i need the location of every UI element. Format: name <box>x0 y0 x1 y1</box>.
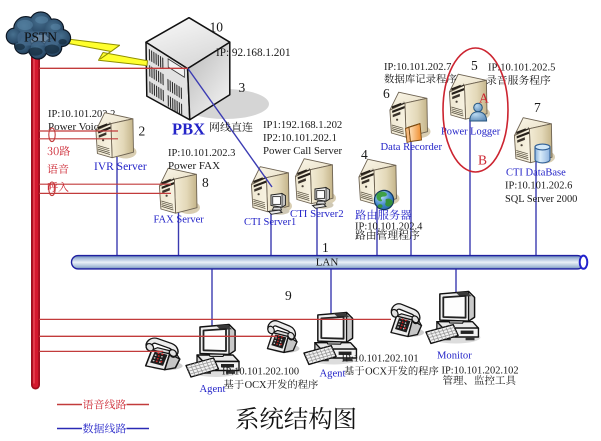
svg-text:OCX: OCX <box>365 367 387 378</box>
svg-text:9: 9 <box>285 288 292 303</box>
svg-text:7: 7 <box>534 100 541 115</box>
svg-text:Agent: Agent <box>200 384 226 395</box>
svg-text:IP:10.101.202.5: IP:10.101.202.5 <box>488 63 555 74</box>
svg-text:A: A <box>479 91 489 106</box>
svg-text:3: 3 <box>239 80 246 95</box>
svg-text:CTI Server1: CTI Server1 <box>244 217 296 228</box>
svg-text:CTI Server2: CTI Server2 <box>290 208 344 220</box>
svg-text:6: 6 <box>383 86 390 101</box>
svg-text:IP:10.101.202.2: IP:10.101.202.2 <box>48 109 115 120</box>
svg-text:4: 4 <box>361 147 368 162</box>
svg-text:IP:10.101.202.4: IP:10.101.202.4 <box>355 222 423 233</box>
svg-text:B: B <box>478 153 487 168</box>
svg-text:Power Call Server: Power Call Server <box>263 145 343 157</box>
svg-text:IVR Server: IVR Server <box>94 161 147 173</box>
svg-text:IP:10.101.202.101: IP:10.101.202.101 <box>342 354 419 365</box>
svg-text:PBX: PBX <box>172 120 205 139</box>
svg-text:PSTN: PSTN <box>24 30 57 45</box>
svg-text:OCX: OCX <box>245 380 267 391</box>
svg-text:CTI DataBase: CTI DataBase <box>506 168 566 179</box>
svg-text:IP:10.101.202.7: IP:10.101.202.7 <box>384 62 451 73</box>
svg-text:IP:10.101.202.100: IP:10.101.202.100 <box>222 367 299 378</box>
svg-text:LAN: LAN <box>316 256 339 268</box>
svg-text:IP:10.101.202.6: IP:10.101.202.6 <box>505 181 572 192</box>
svg-text:FAX Server: FAX Server <box>154 215 205 226</box>
svg-text:10: 10 <box>210 20 224 35</box>
svg-text:Monitor: Monitor <box>437 351 472 362</box>
svg-text:IP1:192.168.1.202: IP1:192.168.1.202 <box>263 119 342 131</box>
svg-text:8: 8 <box>202 175 209 190</box>
svg-text:5: 5 <box>471 58 478 73</box>
svg-text:Power Voice: Power Voice <box>48 121 104 133</box>
svg-text:Data Recorder: Data Recorder <box>381 142 443 153</box>
svg-text:Agent: Agent <box>320 369 346 380</box>
svg-text:IP: 92.168.1.201: IP: 92.168.1.201 <box>216 47 291 59</box>
svg-text:Power Logger: Power Logger <box>441 127 501 138</box>
svg-text:IP:10.101.202.3: IP:10.101.202.3 <box>168 148 235 159</box>
svg-text:IP2:10.101.202.1: IP2:10.101.202.1 <box>263 132 337 144</box>
svg-text:2: 2 <box>139 124 146 139</box>
svg-text:1: 1 <box>322 240 329 255</box>
svg-text:IP:10.101.202.102: IP:10.101.202.102 <box>442 366 519 377</box>
svg-text:SQL Server 2000: SQL Server 2000 <box>505 194 577 205</box>
svg-text:Power FAX: Power FAX <box>168 160 220 172</box>
